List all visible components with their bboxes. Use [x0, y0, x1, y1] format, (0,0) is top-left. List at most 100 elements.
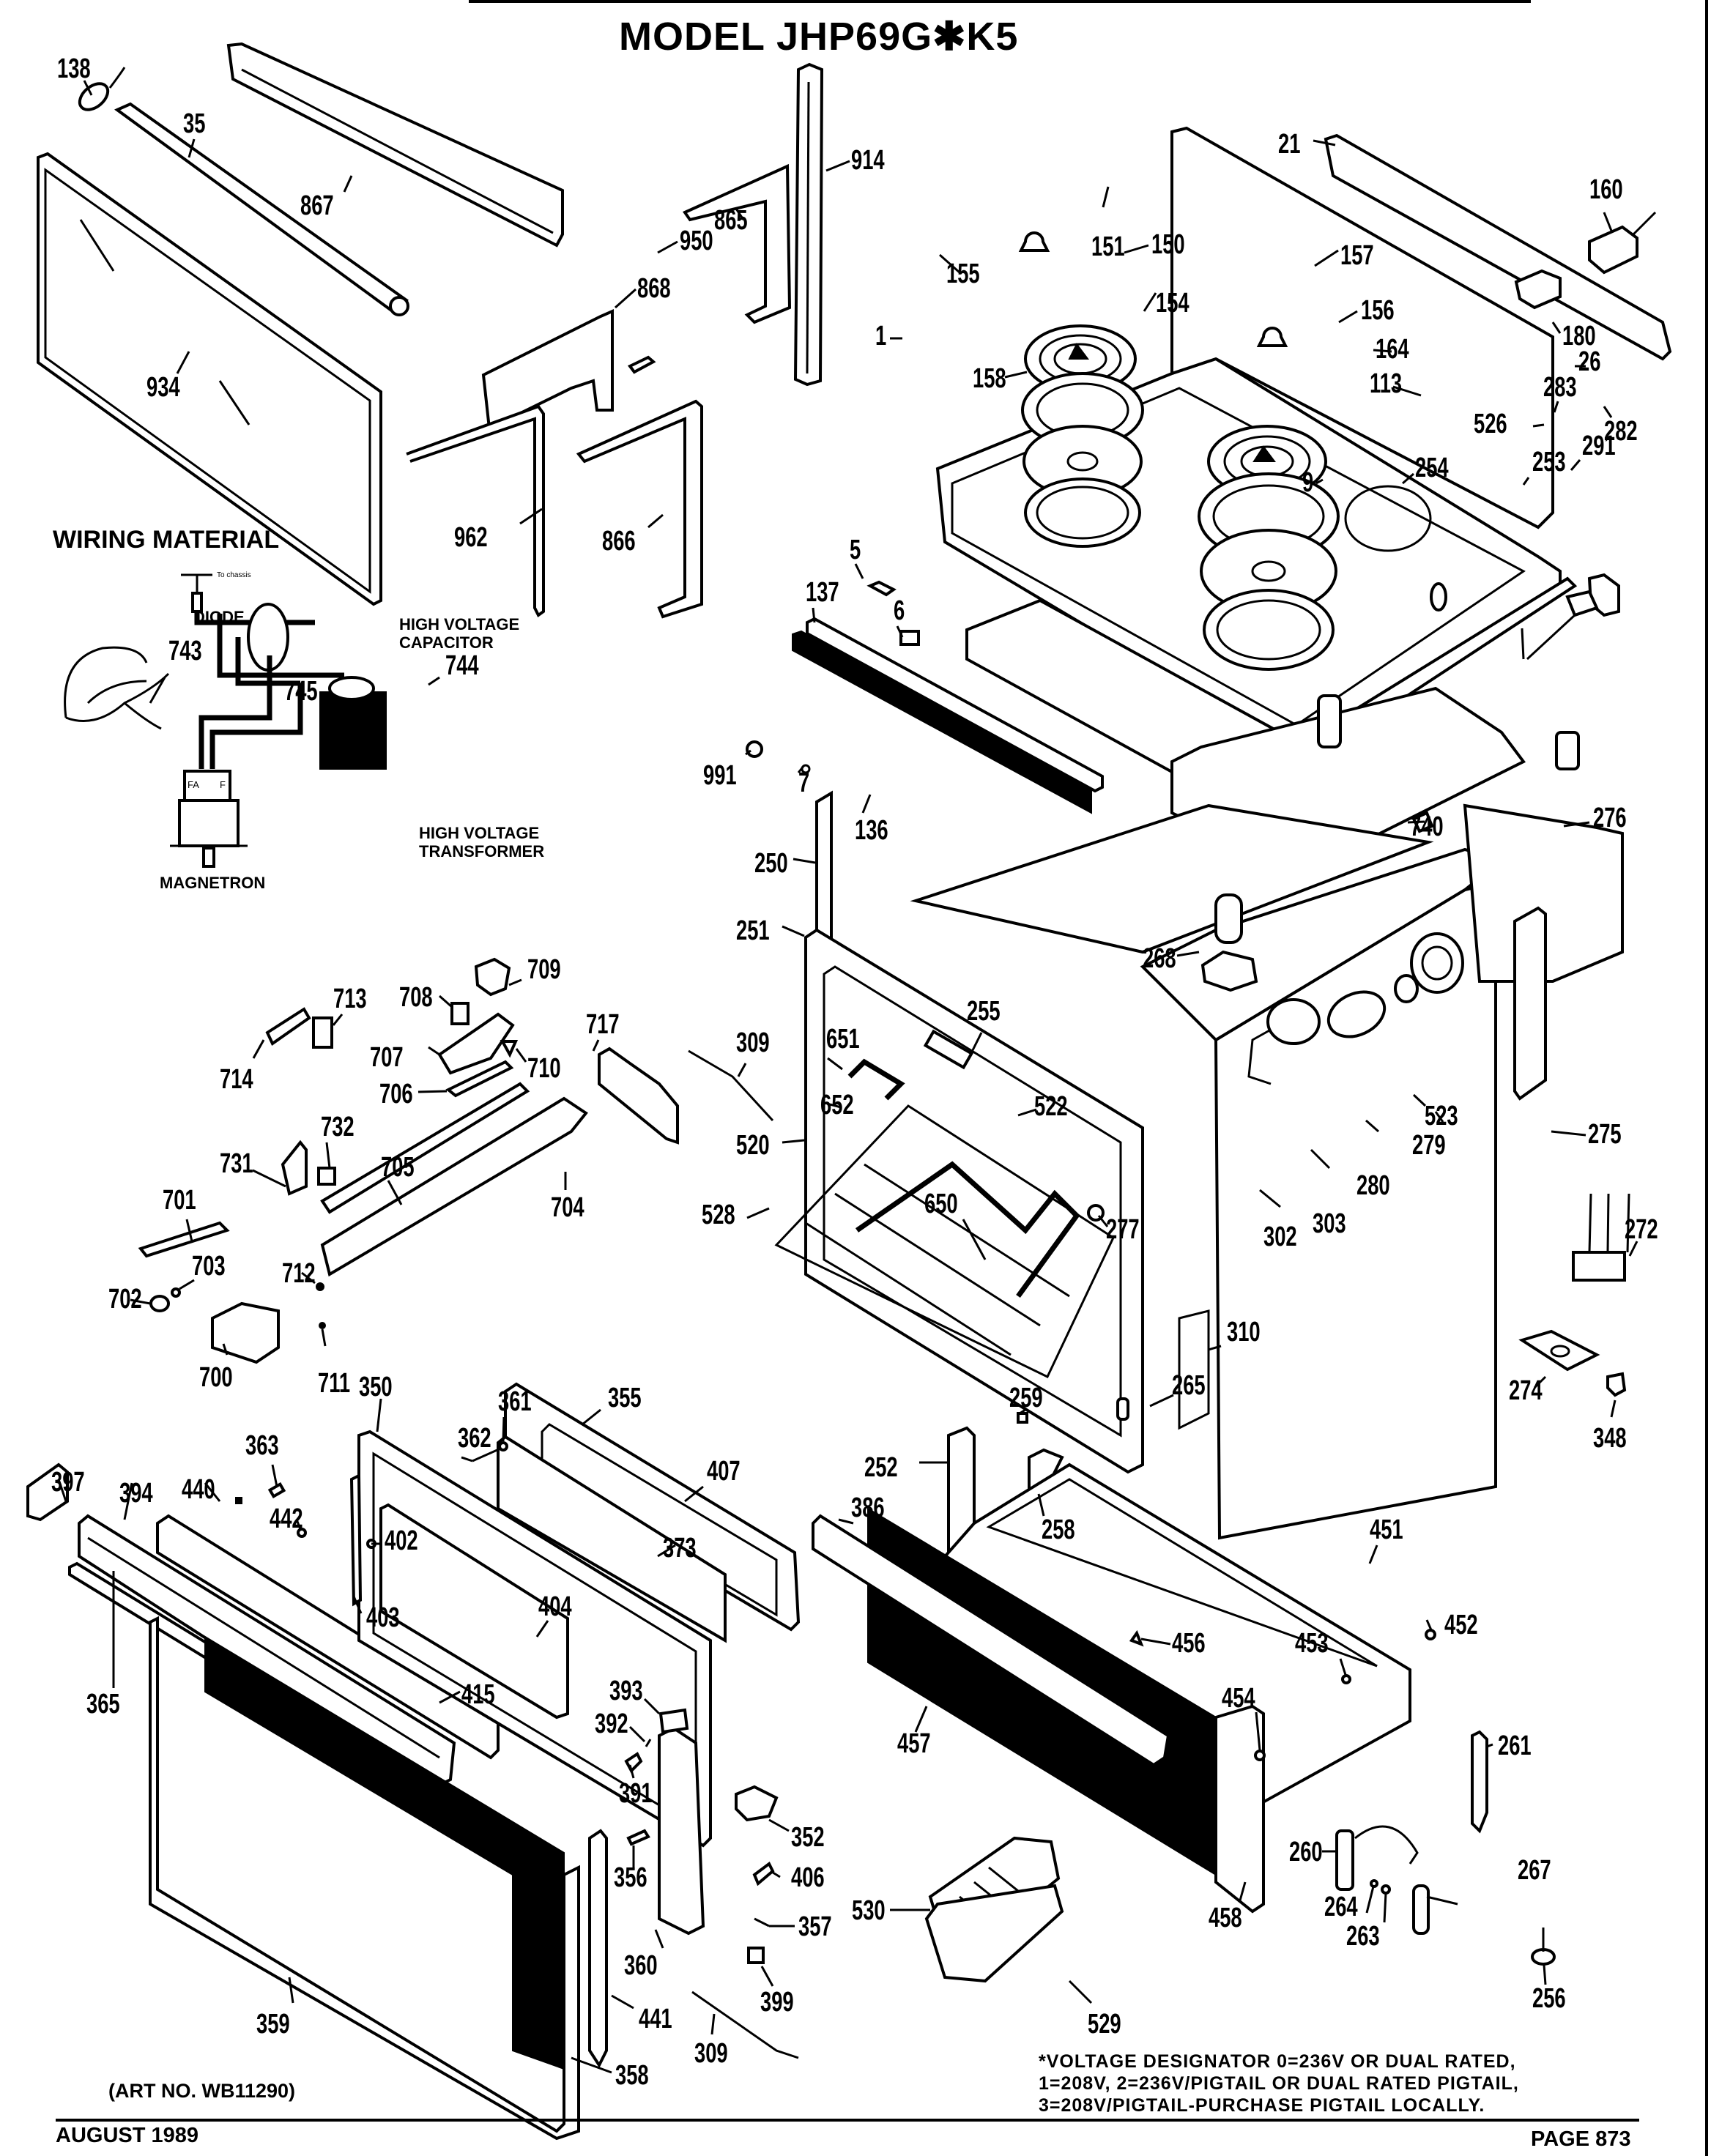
part-458-drawer-side — [1214, 1704, 1265, 1914]
part-309-door-rod — [691, 1990, 799, 2059]
callout-part-155: 155 — [946, 259, 980, 289]
callout-part-700: 700 — [199, 1362, 233, 1393]
callout-part-362: 362 — [458, 1423, 491, 1454]
callout-part-454: 454 — [1222, 1683, 1255, 1714]
callout-part-276: 276 — [1593, 803, 1627, 833]
callout-part-310: 310 — [1227, 1317, 1261, 1348]
transformer-label-line-1: HIGH VOLTAGE — [419, 824, 540, 842]
callout-part-962: 962 — [454, 522, 488, 553]
callout-part-1: 1 — [875, 321, 887, 352]
part-397-hinge — [26, 1462, 69, 1522]
part-717-shield — [598, 1047, 679, 1145]
part-272-terminal-block — [1572, 1193, 1630, 1282]
callout-part-6: 6 — [894, 595, 905, 626]
callout-part-529: 529 — [1088, 2009, 1121, 2040]
part-309-rod — [688, 1049, 774, 1122]
callout-part-291: 291 — [1582, 431, 1616, 461]
callout-part-650: 650 — [924, 1189, 958, 1219]
callout-part-866: 866 — [602, 526, 636, 557]
part-454-screw — [1254, 1750, 1266, 1761]
part-164-opening — [1344, 485, 1432, 552]
part-415-panel — [156, 1514, 500, 1760]
callout-part-991: 991 — [703, 760, 737, 791]
callout-part-164: 164 — [1376, 334, 1409, 365]
part-441-door-side — [588, 1829, 608, 2069]
part-714-lever — [265, 1007, 311, 1047]
callout-part-302: 302 — [1263, 1222, 1297, 1252]
callout-part-26: 26 — [1578, 346, 1601, 377]
part-303-lens — [1266, 998, 1321, 1045]
voltage-designator-note: *VOLTAGE DESIGNATOR 0=236V OR DUAL RATED… — [1039, 2051, 1519, 2116]
part-523-lamp-housing — [1410, 932, 1464, 994]
part-261-bracket — [1471, 1730, 1488, 1834]
callout-part-709: 709 — [527, 954, 561, 985]
part-180-bracket — [1514, 269, 1562, 310]
magnetron-terminal-fa: FA — [188, 779, 199, 790]
callout-part-258: 258 — [1042, 1514, 1075, 1545]
callout-part-348: 348 — [1593, 1423, 1627, 1454]
callout-part-21: 21 — [1278, 129, 1301, 160]
callout-part-352: 352 — [791, 1822, 825, 1853]
transformer-label: HIGH VOLTAGE TRANSFORMER — [419, 824, 544, 860]
callout-part-150: 150 — [1151, 229, 1185, 260]
callout-part-530: 530 — [852, 1895, 886, 1926]
part-704-rail — [320, 1096, 588, 1277]
callout-part-713: 713 — [333, 984, 367, 1014]
callout-part-868: 868 — [637, 273, 671, 304]
callout-part-158: 158 — [973, 363, 1006, 394]
part-151-knob-clip — [1018, 231, 1050, 252]
callout-part-277: 277 — [1106, 1214, 1140, 1245]
part-406-clip — [752, 1861, 775, 1886]
callout-part-392: 392 — [595, 1709, 628, 1739]
part-866-frame — [576, 399, 703, 619]
part-360-door-bottom — [658, 1726, 705, 1936]
callout-part-457: 457 — [897, 1728, 931, 1759]
bottom-rule — [56, 2119, 1639, 2122]
callout-part-151: 151 — [1091, 231, 1125, 262]
callout-part-441: 441 — [639, 2004, 672, 2034]
part-268-bushing — [1200, 893, 1258, 992]
callout-part-394: 394 — [119, 1478, 153, 1509]
callout-part-251: 251 — [736, 915, 770, 946]
magnetron-label: MAGNETRON — [160, 874, 266, 892]
part-867-rail — [226, 42, 564, 248]
callout-part-138: 138 — [57, 53, 91, 84]
part-157-knob-clip — [1256, 327, 1288, 347]
callout-part-282: 282 — [1604, 416, 1638, 447]
voltage-note-line-1: *VOLTAGE DESIGNATOR 0=236V OR DUAL RATED… — [1039, 2051, 1516, 2072]
callout-part-259: 259 — [1009, 1383, 1043, 1413]
capacitor-label: HIGH VOLTAGE CAPACITOR — [399, 615, 519, 652]
callout-part-365: 365 — [86, 1689, 120, 1720]
part-6-bracket — [899, 630, 920, 646]
part-713-switch — [312, 1016, 333, 1049]
callout-part-260: 260 — [1289, 1837, 1323, 1867]
callout-part-914: 914 — [851, 145, 885, 176]
part-526-probe — [1521, 614, 1576, 661]
callout-part-264: 264 — [1324, 1892, 1358, 1922]
callout-part-274: 274 — [1509, 1375, 1543, 1406]
voltage-note-line-3: 3=208V/PIGTAIL-PURCHASE PIGTAIL LOCALLY. — [1039, 2095, 1485, 2116]
callout-part-706: 706 — [379, 1079, 413, 1109]
callout-part-407: 407 — [707, 1456, 741, 1487]
callout-part-950: 950 — [680, 226, 713, 256]
callout-part-7: 7 — [798, 767, 810, 798]
part-394-control-panel — [78, 1514, 456, 1789]
callout-part-743: 743 — [168, 636, 202, 666]
callout-part-356: 356 — [614, 1862, 647, 1893]
callout-part-404: 404 — [538, 1591, 572, 1622]
part-256-leveling-leg — [1531, 1928, 1556, 1966]
part-452-nut — [1425, 1629, 1436, 1640]
callout-part-157: 157 — [1340, 240, 1374, 271]
callout-part-744: 744 — [445, 650, 479, 681]
callout-part-265: 265 — [1172, 1370, 1206, 1401]
callout-part-280: 280 — [1356, 1170, 1390, 1201]
callout-part-363: 363 — [245, 1430, 279, 1461]
publication-date: AUGUST 1989 — [56, 2124, 199, 2147]
callout-part-865: 865 — [714, 205, 748, 236]
callout-part-440: 440 — [182, 1474, 215, 1505]
part-703-nut — [171, 1287, 181, 1298]
part-275-side-strip — [1513, 906, 1547, 1101]
part-399-cube — [747, 1947, 765, 1964]
callout-part-156: 156 — [1361, 295, 1395, 326]
